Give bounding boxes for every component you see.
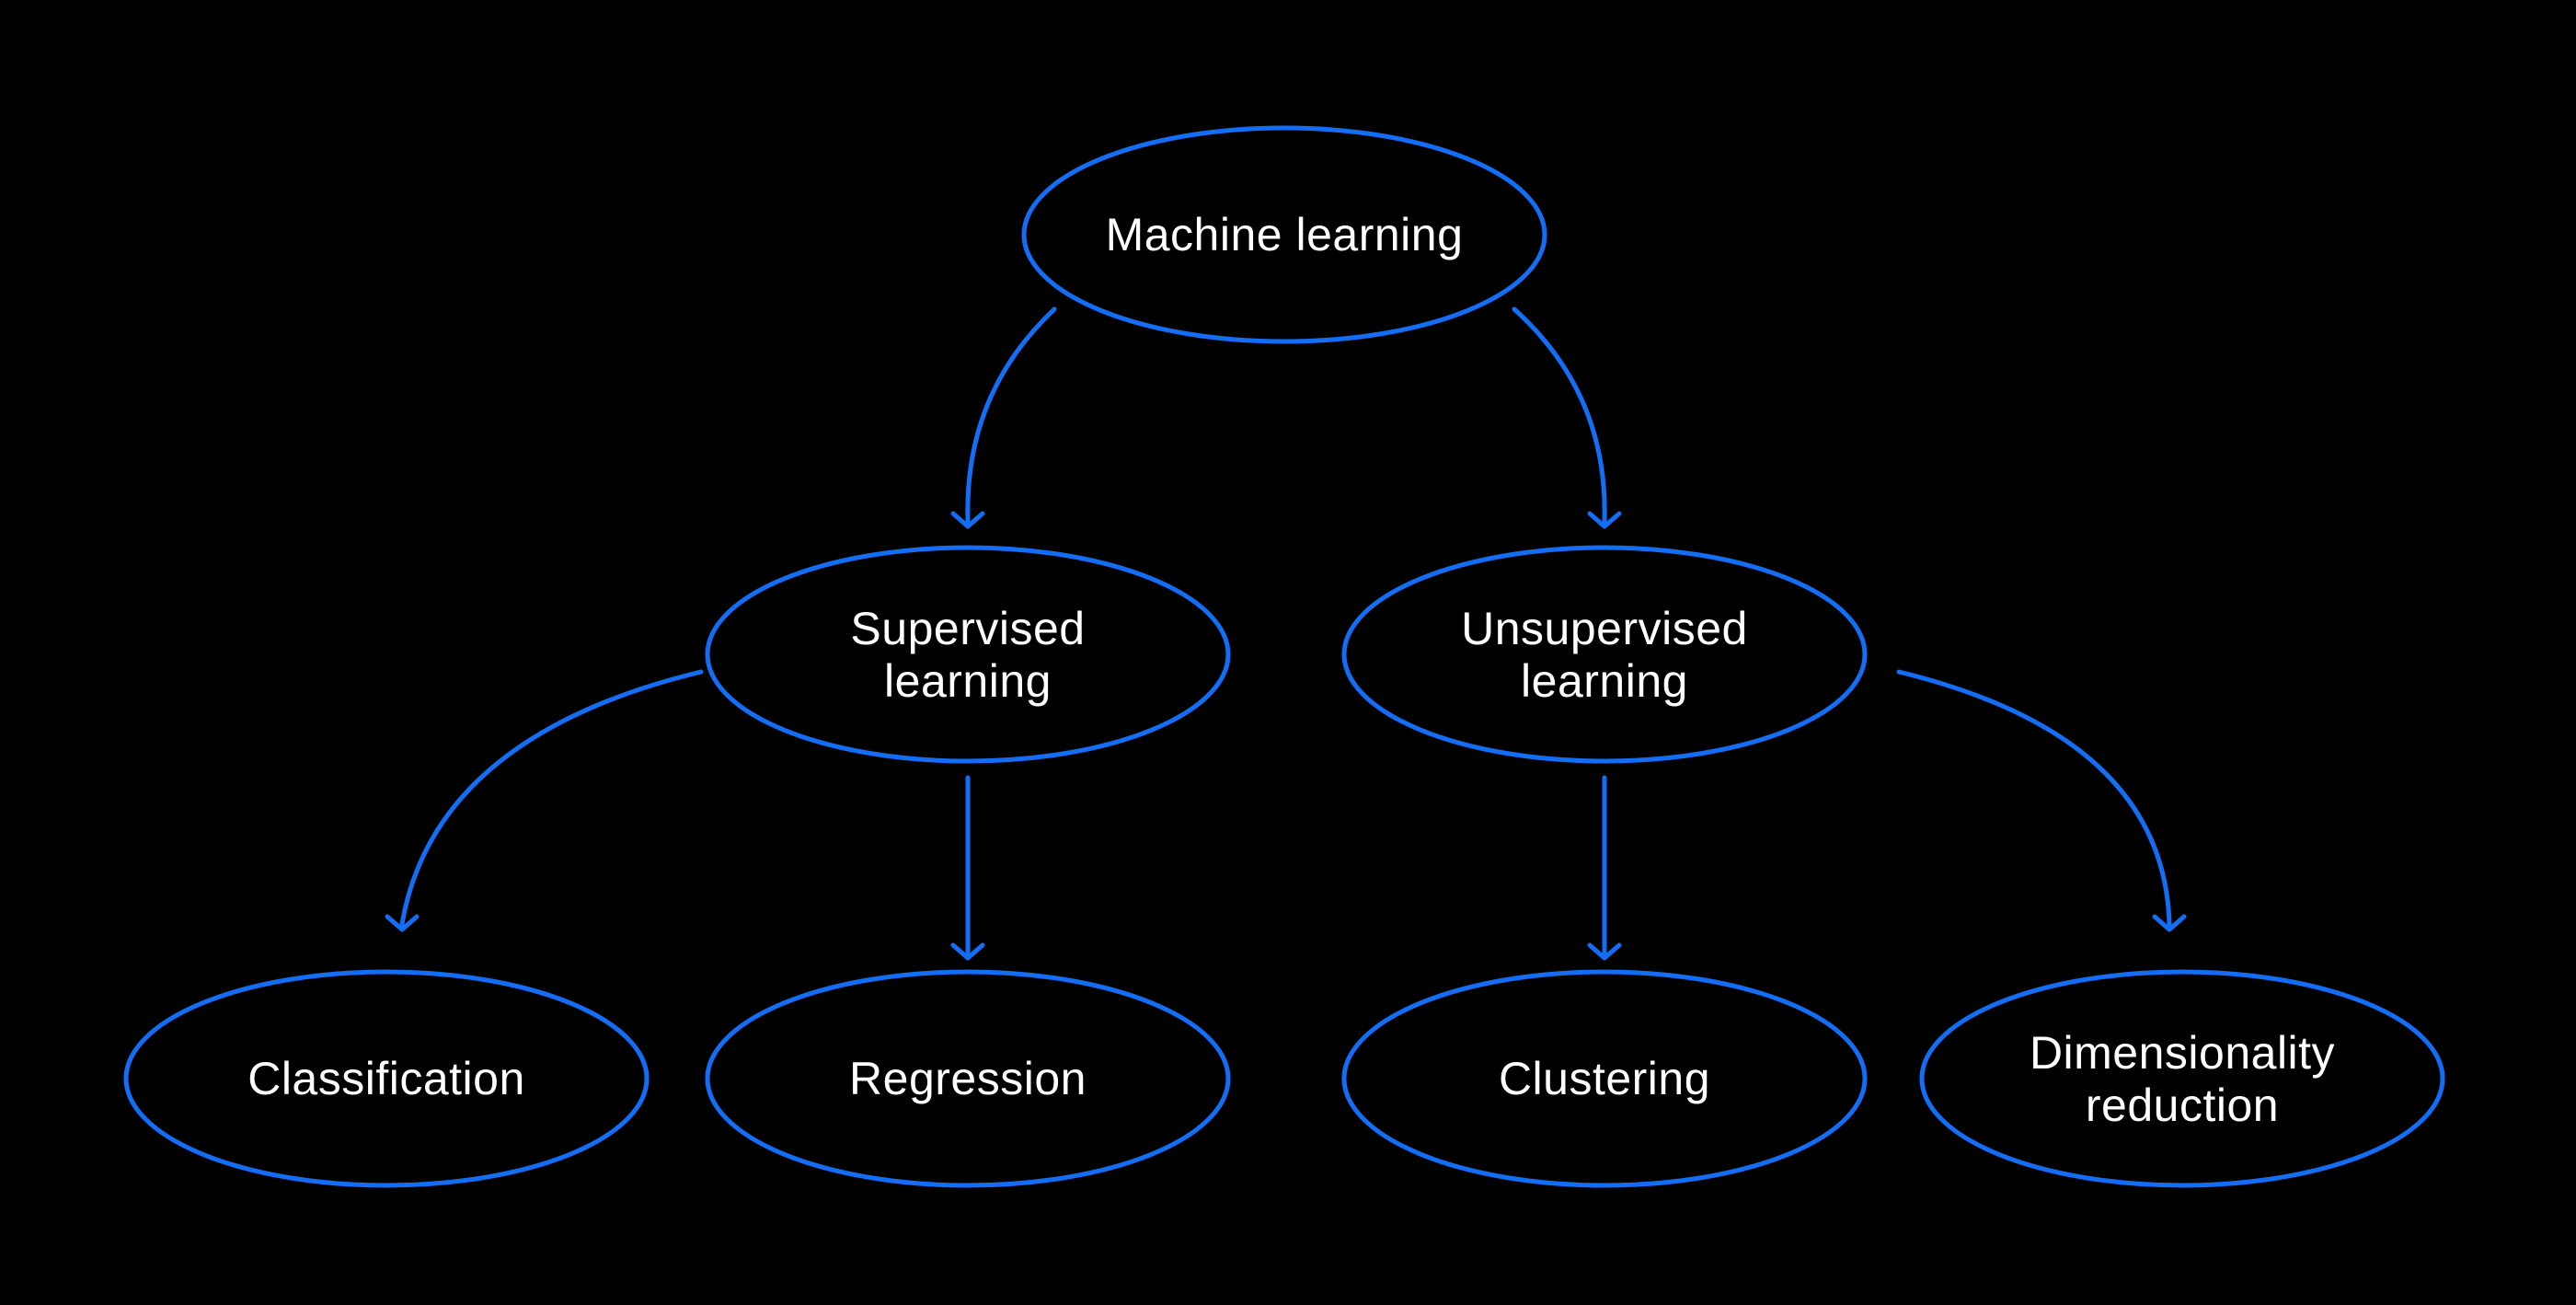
node-classification: Classification — [123, 969, 650, 1188]
node-unsupervised-learning-ellipse — [1341, 545, 1868, 764]
node-machine-learning: Machine learning — [1021, 125, 1547, 344]
node-regression-label: Regression — [849, 1053, 1087, 1104]
node-supervised-learning-ellipse — [705, 545, 1231, 764]
edge-unsupervised-to-dimensionality-reduction — [1896, 669, 2187, 932]
node-unsupervised-learning: Unsupervised learning — [1341, 545, 1868, 764]
node-supervised-learning-label-line2: learning — [884, 655, 1052, 707]
node-supervised-learning: Supervised learning — [705, 545, 1231, 764]
node-unsupervised-learning-label-line2: learning — [1521, 655, 1688, 707]
node-classification-ellipse — [123, 969, 650, 1188]
node-supervised-learning-label-line1: Supervised — [850, 603, 1085, 654]
node-clustering-ellipse — [1341, 969, 1868, 1188]
node-clustering-label: Clustering — [1499, 1053, 1710, 1104]
node-classification-label: Classification — [247, 1053, 525, 1104]
node-dimensionality-reduction: Dimensionality reduction — [1919, 969, 2445, 1188]
edge-supervised-to-classification — [385, 669, 704, 932]
node-dimensionality-reduction-label-line1: Dimensionality — [2030, 1027, 2335, 1079]
node-clustering: Clustering — [1341, 969, 1868, 1188]
node-regression-ellipse — [705, 969, 1231, 1188]
node-machine-learning-label: Machine learning — [1106, 209, 1464, 260]
node-machine-learning-ellipse — [1021, 125, 1547, 344]
edge-machine-learning-to-supervised — [950, 306, 1057, 529]
edge-unsupervised-to-clustering — [1587, 775, 1622, 961]
node-regression: Regression — [705, 969, 1231, 1188]
edge-supervised-to-regression — [950, 775, 985, 961]
node-dimensionality-reduction-ellipse — [1919, 969, 2445, 1188]
edge-machine-learning-to-unsupervised — [1512, 306, 1622, 529]
node-dimensionality-reduction-label-line2: reduction — [2086, 1080, 2279, 1131]
node-unsupervised-learning-label-line1: Unsupervised — [1461, 603, 1748, 654]
